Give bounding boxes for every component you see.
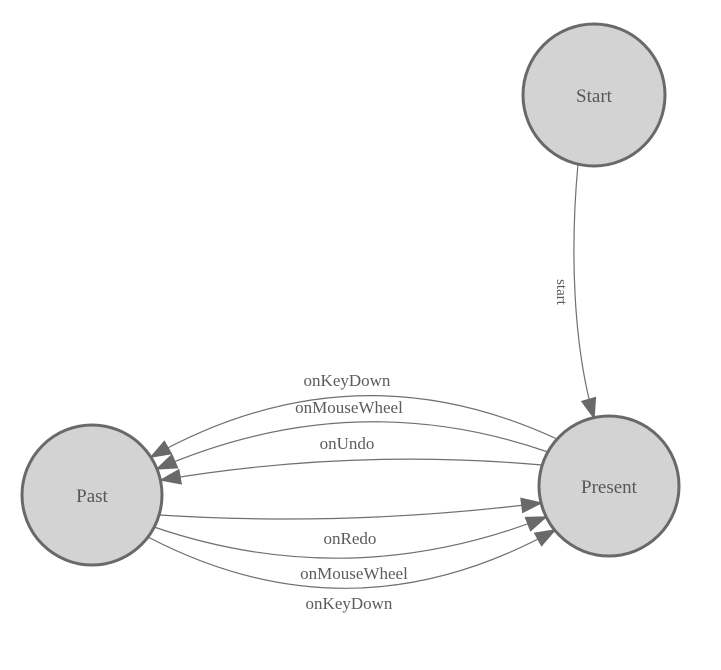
- edge-present-to-past-onundo: [159, 458, 543, 485]
- edge-label-onmousewheel-bottom: onMouseWheel: [300, 564, 408, 583]
- edge-present-to-past-onkeydown: [149, 395, 558, 458]
- edge-label-start: start: [553, 279, 569, 306]
- node-start-circle: [521, 22, 667, 168]
- edge-label-onredo: onRedo: [324, 529, 377, 548]
- edge-label-onundo: onUndo: [320, 434, 375, 453]
- edge-present-to-past-onmousewheel: [155, 421, 549, 470]
- edge-past-to-present-onmousewheel: [153, 516, 548, 559]
- node-present-circle: [537, 414, 681, 558]
- node-present-label: Present: [581, 477, 638, 498]
- edge-label-onkeydown-top: onKeyDown: [304, 371, 391, 390]
- edge-past-to-present-onkeydown: [147, 529, 557, 589]
- node-past: Past: [20, 423, 164, 567]
- node-past-circle: [20, 423, 164, 567]
- node-start: Start: [521, 22, 667, 168]
- node-start-label: Start: [576, 86, 613, 107]
- edge-label-onmousewheel-top: onMouseWheel: [295, 398, 403, 417]
- edge-label-onkeydown-bottom: onKeyDown: [306, 594, 393, 613]
- node-present: Present: [537, 414, 681, 558]
- edge-past-to-present-onredo: [158, 497, 543, 520]
- node-past-label: Past: [76, 486, 108, 507]
- edge-start-to-present: [573, 163, 597, 420]
